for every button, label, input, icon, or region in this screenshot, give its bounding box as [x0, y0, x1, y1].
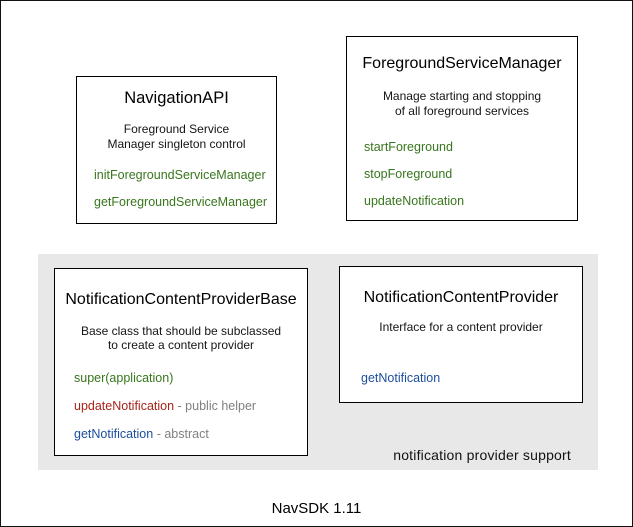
- method-get-notification: getNotification - abstract: [74, 428, 307, 441]
- class-box-foreground-service-manager: ForegroundServiceManager Manage starting…: [346, 36, 578, 221]
- class-box-navigation-api: NavigationAPI Foreground Service Manager…: [76, 76, 277, 224]
- class-title-navigation-api: NavigationAPI: [124, 89, 229, 107]
- method-update-notification: updateNotification - public helper: [74, 400, 307, 413]
- class-description-notification-content-provider-base: Base class that should be subclassed to …: [55, 324, 307, 352]
- method-list-notification-content-provider-base: super(application) updateNotification - …: [55, 372, 307, 441]
- method-label: getNotification: [74, 427, 154, 441]
- description-line: Foreground Service: [123, 122, 230, 136]
- method-get-notification: getNotification: [361, 372, 582, 385]
- sdk-version-caption: NavSDK 1.11: [271, 500, 362, 517]
- class-title-foreground-service-manager: ForegroundServiceManager: [362, 55, 562, 72]
- method-super-application: super(application): [74, 372, 307, 385]
- method-label: initForegroundServiceManager: [94, 168, 266, 182]
- method-label: updateNotification: [364, 194, 465, 208]
- class-description-notification-content-provider: Interface for a content provider: [340, 320, 582, 335]
- method-update-notification: updateNotification: [364, 195, 577, 208]
- method-start-foreground: startForeground: [364, 141, 577, 154]
- method-list-notification-content-provider: getNotification: [340, 372, 582, 385]
- class-box-notification-content-provider: NotificationContentProvider Interface fo…: [339, 266, 583, 403]
- notification-provider-support-label: notification provider support: [393, 447, 571, 463]
- description-line: of all foreground services: [394, 104, 530, 118]
- method-label: startForeground: [364, 140, 453, 154]
- class-box-notification-content-provider-base: NotificationContentProviderBase Base cla…: [54, 268, 308, 456]
- method-label: getNotification: [361, 371, 441, 385]
- description-line: Interface for a content provider: [379, 320, 543, 334]
- method-label: updateNotification: [74, 399, 175, 413]
- description-line: Base class that should be subclassed: [80, 324, 282, 338]
- method-init-foreground-service-manager: initForegroundServiceManager: [94, 169, 276, 182]
- method-label: getForegroundServiceManager: [94, 195, 268, 209]
- description-line: Manager singleton control: [107, 137, 246, 151]
- method-get-foreground-service-manager: getForegroundServiceManager: [94, 196, 276, 209]
- method-list-navigation-api: initForegroundServiceManager getForegrou…: [77, 169, 276, 209]
- method-stop-foreground: stopForeground: [364, 168, 577, 181]
- method-annotation: - abstract: [153, 427, 209, 441]
- class-description-navigation-api: Foreground Service Manager singleton con…: [77, 122, 276, 152]
- class-title-notification-content-provider-base: NotificationContentProviderBase: [65, 291, 297, 308]
- method-label: stopForeground: [364, 167, 453, 181]
- description-line: to create a content provider: [107, 338, 255, 352]
- method-list-foreground-service-manager: startForeground stopForeground updateNot…: [347, 141, 577, 208]
- class-description-foreground-service-manager: Manage starting and stopping of all fore…: [347, 89, 577, 119]
- method-annotation: - public helper: [174, 399, 257, 413]
- method-label: super(application): [74, 371, 174, 385]
- description-line: Manage starting and stopping: [382, 89, 542, 103]
- class-title-notification-content-provider: NotificationContentProvider: [363, 289, 559, 306]
